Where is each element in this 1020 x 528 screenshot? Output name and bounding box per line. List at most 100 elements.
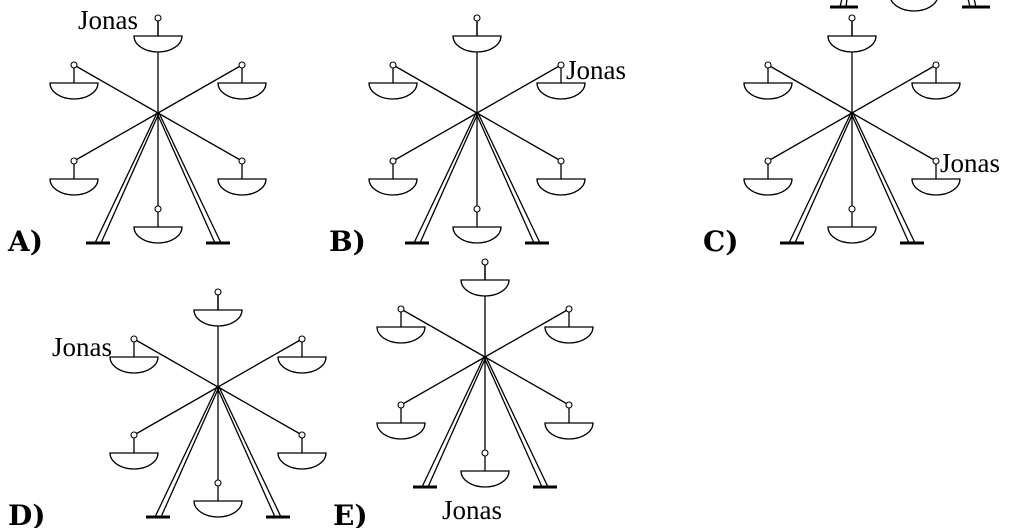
pivot-top (214, 288, 222, 296)
option-b-jonas-label: Jonas (566, 55, 626, 85)
pivot-upper-right (238, 61, 246, 69)
option-a-jonas-label: Jonas (78, 5, 138, 35)
cabin-bottom (460, 470, 510, 488)
cropped-wheel-fragment (830, 0, 990, 12)
leg-left-outer (788, 112, 852, 244)
pivot-bottom (214, 479, 222, 487)
cabin-top (133, 35, 183, 53)
option-c-jonas-label: Jonas (940, 148, 1000, 178)
cabin-lower-left (49, 178, 99, 196)
pivot-lower-left (389, 157, 397, 165)
spoke-lower-left (73, 112, 159, 162)
cabin-upper-left (743, 82, 793, 100)
pivot-upper-right (932, 61, 940, 69)
cabin-lower-right (277, 452, 327, 470)
pivot-top (473, 14, 481, 22)
cabin-lower-right (536, 178, 586, 196)
ferris-wheel-c (743, 14, 961, 245)
option-e-letter: E) (333, 499, 368, 528)
spoke-lower-left (400, 356, 486, 406)
spoke-lower-right (484, 356, 570, 406)
leg-right-inner (156, 112, 216, 244)
spoke-upper-right (851, 64, 937, 114)
cabin-upper-right (536, 82, 586, 100)
pivot-upper-left (130, 335, 138, 343)
cabin-lower-right (544, 422, 594, 440)
ferris-wheel-e (376, 258, 594, 489)
option-c[interactable]: C) Jonas (703, 14, 1000, 258)
pivot-upper-left (764, 61, 772, 69)
cabin-lower-right (911, 178, 961, 196)
cabin-upper-left (49, 82, 99, 100)
cabin-top (827, 35, 877, 53)
cabin-bottom (193, 500, 243, 518)
spoke-upper-left (392, 64, 478, 114)
leg-left-inner (100, 112, 160, 244)
option-d[interactable]: D) Jonas (8, 288, 327, 528)
pivot-bottom (473, 205, 481, 213)
spoke-upper-left (133, 338, 219, 388)
leg-right-outer (158, 112, 222, 244)
spoke-lower-right (851, 112, 937, 162)
cabin-upper-left (376, 326, 426, 344)
pivot-upper-right (565, 305, 573, 313)
spoke-lower-left (392, 112, 478, 162)
option-b[interactable]: B) Jonas (329, 14, 626, 258)
cabin-upper-right (911, 82, 961, 100)
pivot-lower-right (557, 157, 565, 165)
cabin-upper-left (368, 82, 418, 100)
spoke-upper-right (217, 338, 303, 388)
fragment-leg-left-inner (845, 0, 848, 8)
spoke-lower-right (476, 112, 562, 162)
leg-left-inner (427, 356, 487, 488)
cabin-lower-left (743, 178, 793, 196)
spoke-lower-right (217, 386, 303, 436)
leg-right-outer (852, 112, 916, 244)
pivot-upper-right (557, 61, 565, 69)
pivot-lower-right (932, 157, 940, 165)
cabin-top (452, 35, 502, 53)
cabin-lower-right (217, 178, 267, 196)
option-c-letter: C) (703, 225, 739, 258)
cabin-lower-left (368, 178, 418, 196)
spoke-upper-right (157, 64, 243, 114)
leg-left-outer (94, 112, 158, 244)
cabin-top (460, 279, 510, 297)
cabin-upper-right (217, 82, 267, 100)
leg-left-inner (794, 112, 854, 244)
leg-left-outer (413, 112, 477, 244)
leg-right-outer (477, 112, 541, 244)
option-a[interactable]: A) Jonas (7, 5, 267, 258)
pivot-top (154, 14, 162, 22)
leg-right-inner (216, 386, 276, 518)
fragment-leg-right-outer (967, 0, 971, 8)
leg-left-inner (419, 112, 479, 244)
leg-right-inner (475, 112, 535, 244)
spoke-lower-right (157, 112, 243, 162)
pivot-upper-right (298, 335, 306, 343)
spoke-upper-left (400, 308, 486, 358)
leg-right-outer (218, 386, 282, 518)
cabin-upper-right (544, 326, 594, 344)
pivot-bottom (154, 205, 162, 213)
ferris-wheel-b (368, 14, 586, 245)
leg-left-inner (160, 386, 220, 518)
cabin-bottom (827, 226, 877, 244)
cabin-lower-left (109, 452, 159, 470)
pivot-bottom (481, 449, 489, 457)
spoke-upper-left (73, 64, 159, 114)
cabin-top (193, 309, 243, 327)
leg-right-inner (850, 112, 910, 244)
option-e[interactable]: E) Jonas (333, 258, 594, 528)
pivot-top (848, 14, 856, 22)
leg-left-outer (421, 356, 485, 488)
leg-left-outer (154, 386, 218, 518)
spoke-lower-left (767, 112, 853, 162)
leg-right-inner (483, 356, 543, 488)
pivot-bottom (848, 205, 856, 213)
option-e-jonas-label: Jonas (442, 495, 502, 525)
pivot-lower-right (565, 401, 573, 409)
pivot-lower-right (298, 431, 306, 439)
option-b-letter: B) (329, 225, 366, 258)
